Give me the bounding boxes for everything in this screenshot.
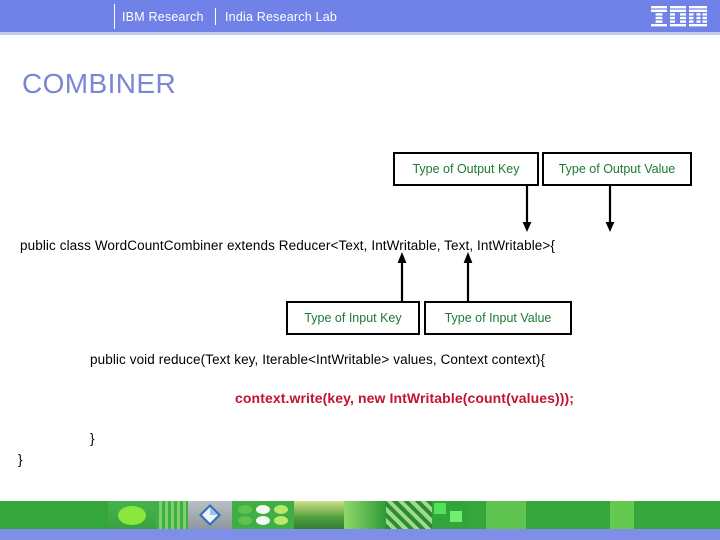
arrow-input-key-up-icon	[397, 252, 407, 302]
callout-input-key: Type of Input Key	[286, 301, 420, 335]
footer-dot	[256, 505, 270, 514]
footer-segment-solid	[470, 501, 486, 529]
footer-decorative-band	[0, 501, 720, 529]
footer-checker-cell	[450, 511, 462, 522]
footer-dot	[256, 516, 270, 525]
ibm-logo-icon	[651, 6, 707, 27]
page-title: COMBINER	[22, 68, 177, 99]
header-lab-label: India Research Lab	[225, 10, 338, 24]
footer-segment-solid	[526, 501, 610, 529]
code-class-declaration: public class WordCountCombiner extends R…	[20, 238, 556, 253]
callout-input-value: Type of Input Value	[424, 301, 572, 335]
code-write-statement: context.write(key, new IntWritable(count…	[235, 390, 575, 406]
header-brand-label: IBM Research	[122, 10, 204, 24]
footer-diamond-icon	[199, 504, 221, 526]
footer-segment-hatch	[386, 501, 432, 529]
header-band	[0, 0, 720, 32]
callout-output-value: Type of Output Value	[542, 152, 692, 186]
footer-segment-landscape	[294, 501, 344, 529]
callout-output-key: Type of Output Key	[393, 152, 539, 186]
code-closing-brace-outer: }	[18, 452, 23, 467]
footer-checker-cell	[434, 503, 446, 514]
arrow-output-key-down-icon	[522, 186, 532, 232]
arrow-input-value-up-icon	[463, 252, 473, 302]
footer-circle-shape	[118, 506, 146, 525]
header-separator-middle	[215, 8, 216, 25]
arrow-output-value-down-icon	[605, 186, 615, 232]
header-divider-rule	[0, 32, 720, 35]
footer-bottom-bar	[0, 529, 720, 540]
footer-dot	[274, 516, 288, 525]
footer-segment-light	[610, 501, 634, 529]
footer-segment-stripes	[156, 501, 188, 529]
footer-segment-gradient	[344, 501, 386, 529]
header-separator-left	[114, 4, 115, 29]
footer-segment-light	[486, 501, 526, 529]
footer-segment-solid	[634, 501, 720, 529]
footer-dot	[238, 505, 252, 514]
code-reduce-signature: public void reduce(Text key, Iterable<In…	[90, 352, 546, 367]
code-closing-brace-inner: }	[90, 431, 95, 446]
footer-dot	[274, 505, 288, 514]
footer-dot	[238, 516, 252, 525]
